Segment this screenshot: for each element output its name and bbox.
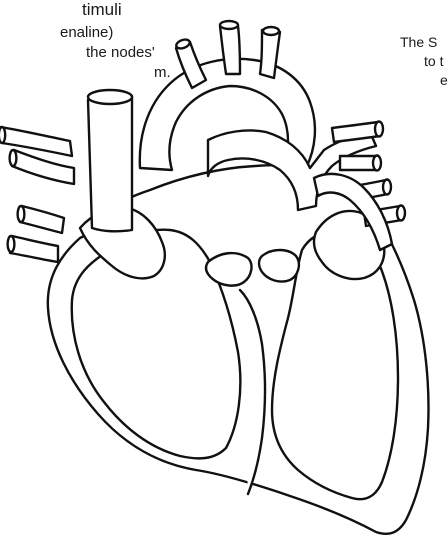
left-vessels <box>0 127 74 262</box>
vessel-tube-right-2 <box>340 156 376 170</box>
vessel-opening-left-1 <box>0 127 5 143</box>
vessel-opening-right-4 <box>397 206 405 221</box>
vessel-opening-left-2 <box>10 150 17 166</box>
vessel-opening-right-1 <box>375 122 383 137</box>
vessel-tube-left-3 <box>20 206 64 233</box>
aortic-branch-2-opening <box>220 21 238 29</box>
superior-vena-cava <box>88 94 132 231</box>
superior-vena-cava-opening <box>88 90 132 104</box>
vessel-opening-left-4 <box>8 236 15 252</box>
vessel-opening-right-3 <box>383 180 391 195</box>
vessel-opening-right-2 <box>373 156 381 171</box>
valve-right <box>259 250 299 282</box>
aortic-branch-3-opening <box>263 27 279 35</box>
vessel-opening-left-3 <box>18 206 25 222</box>
vessel-tube-left-4 <box>10 236 58 262</box>
